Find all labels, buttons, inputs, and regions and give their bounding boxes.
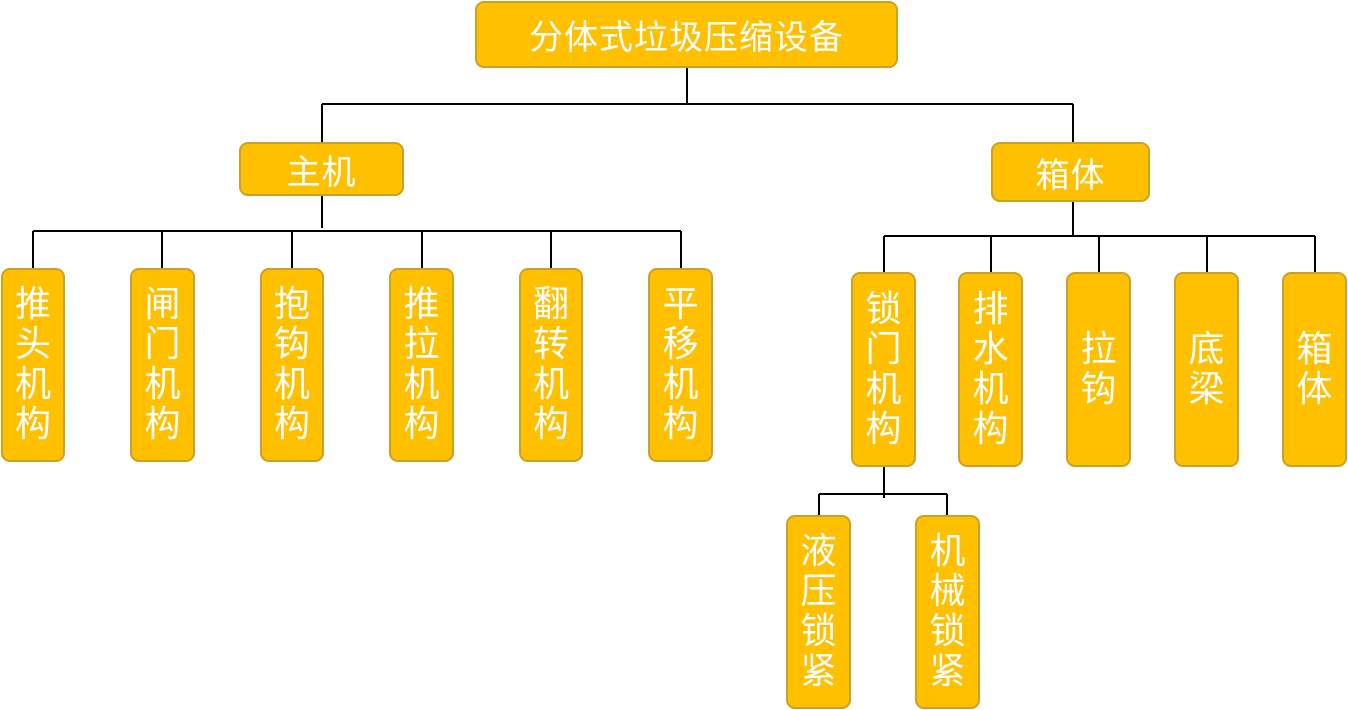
main-child-label-1: 推头机构 (14, 284, 51, 445)
box-child-node-1: 锁门机构 (851, 272, 916, 467)
box-child-node-4: 底梁 (1174, 272, 1239, 467)
main-child-node-4: 推拉机构 (389, 268, 454, 462)
root-node-label: 分体式垃圾压缩设备 (529, 18, 844, 58)
box-body-label: 箱体 (1035, 155, 1106, 196)
box-child-label-4: 底梁 (1188, 328, 1225, 410)
main-child-label-3: 抱钩机构 (273, 284, 310, 445)
main-child-label-2: 闸门机构 (144, 284, 181, 445)
main-unit-node: 主机 (239, 142, 404, 196)
main-child-node-3: 抱钩机构 (260, 268, 324, 462)
root-node: 分体式垃圾压缩设备 (475, 1, 898, 68)
box-child-label-1: 锁门机构 (865, 288, 902, 450)
box-child-node-2: 排水机构 (958, 272, 1023, 467)
box-child-node-5: 箱体 (1282, 272, 1347, 467)
box-child-label-3: 拉钩 (1080, 328, 1117, 410)
box-body-node: 箱体 (991, 142, 1150, 202)
lock-child-label-2: 机械锁紧 (929, 531, 966, 692)
main-child-node-6: 平移机构 (648, 268, 713, 462)
lock-child-node-1: 液压锁紧 (786, 515, 851, 709)
box-child-label-2: 排水机构 (972, 288, 1009, 450)
main-child-label-6: 平移机构 (662, 284, 699, 445)
main-child-label-5: 翻转机构 (532, 284, 569, 445)
main-unit-label: 主机 (286, 152, 357, 193)
main-child-node-5: 翻转机构 (519, 268, 583, 462)
box-child-node-3: 拉钩 (1066, 272, 1131, 467)
main-child-node-2: 闸门机构 (130, 268, 195, 462)
box-child-label-5: 箱体 (1296, 328, 1333, 410)
lock-child-node-2: 机械锁紧 (915, 515, 980, 709)
main-child-label-4: 推拉机构 (403, 284, 440, 445)
main-child-node-1: 推头机构 (1, 268, 65, 462)
lock-child-label-1: 液压锁紧 (800, 531, 837, 692)
